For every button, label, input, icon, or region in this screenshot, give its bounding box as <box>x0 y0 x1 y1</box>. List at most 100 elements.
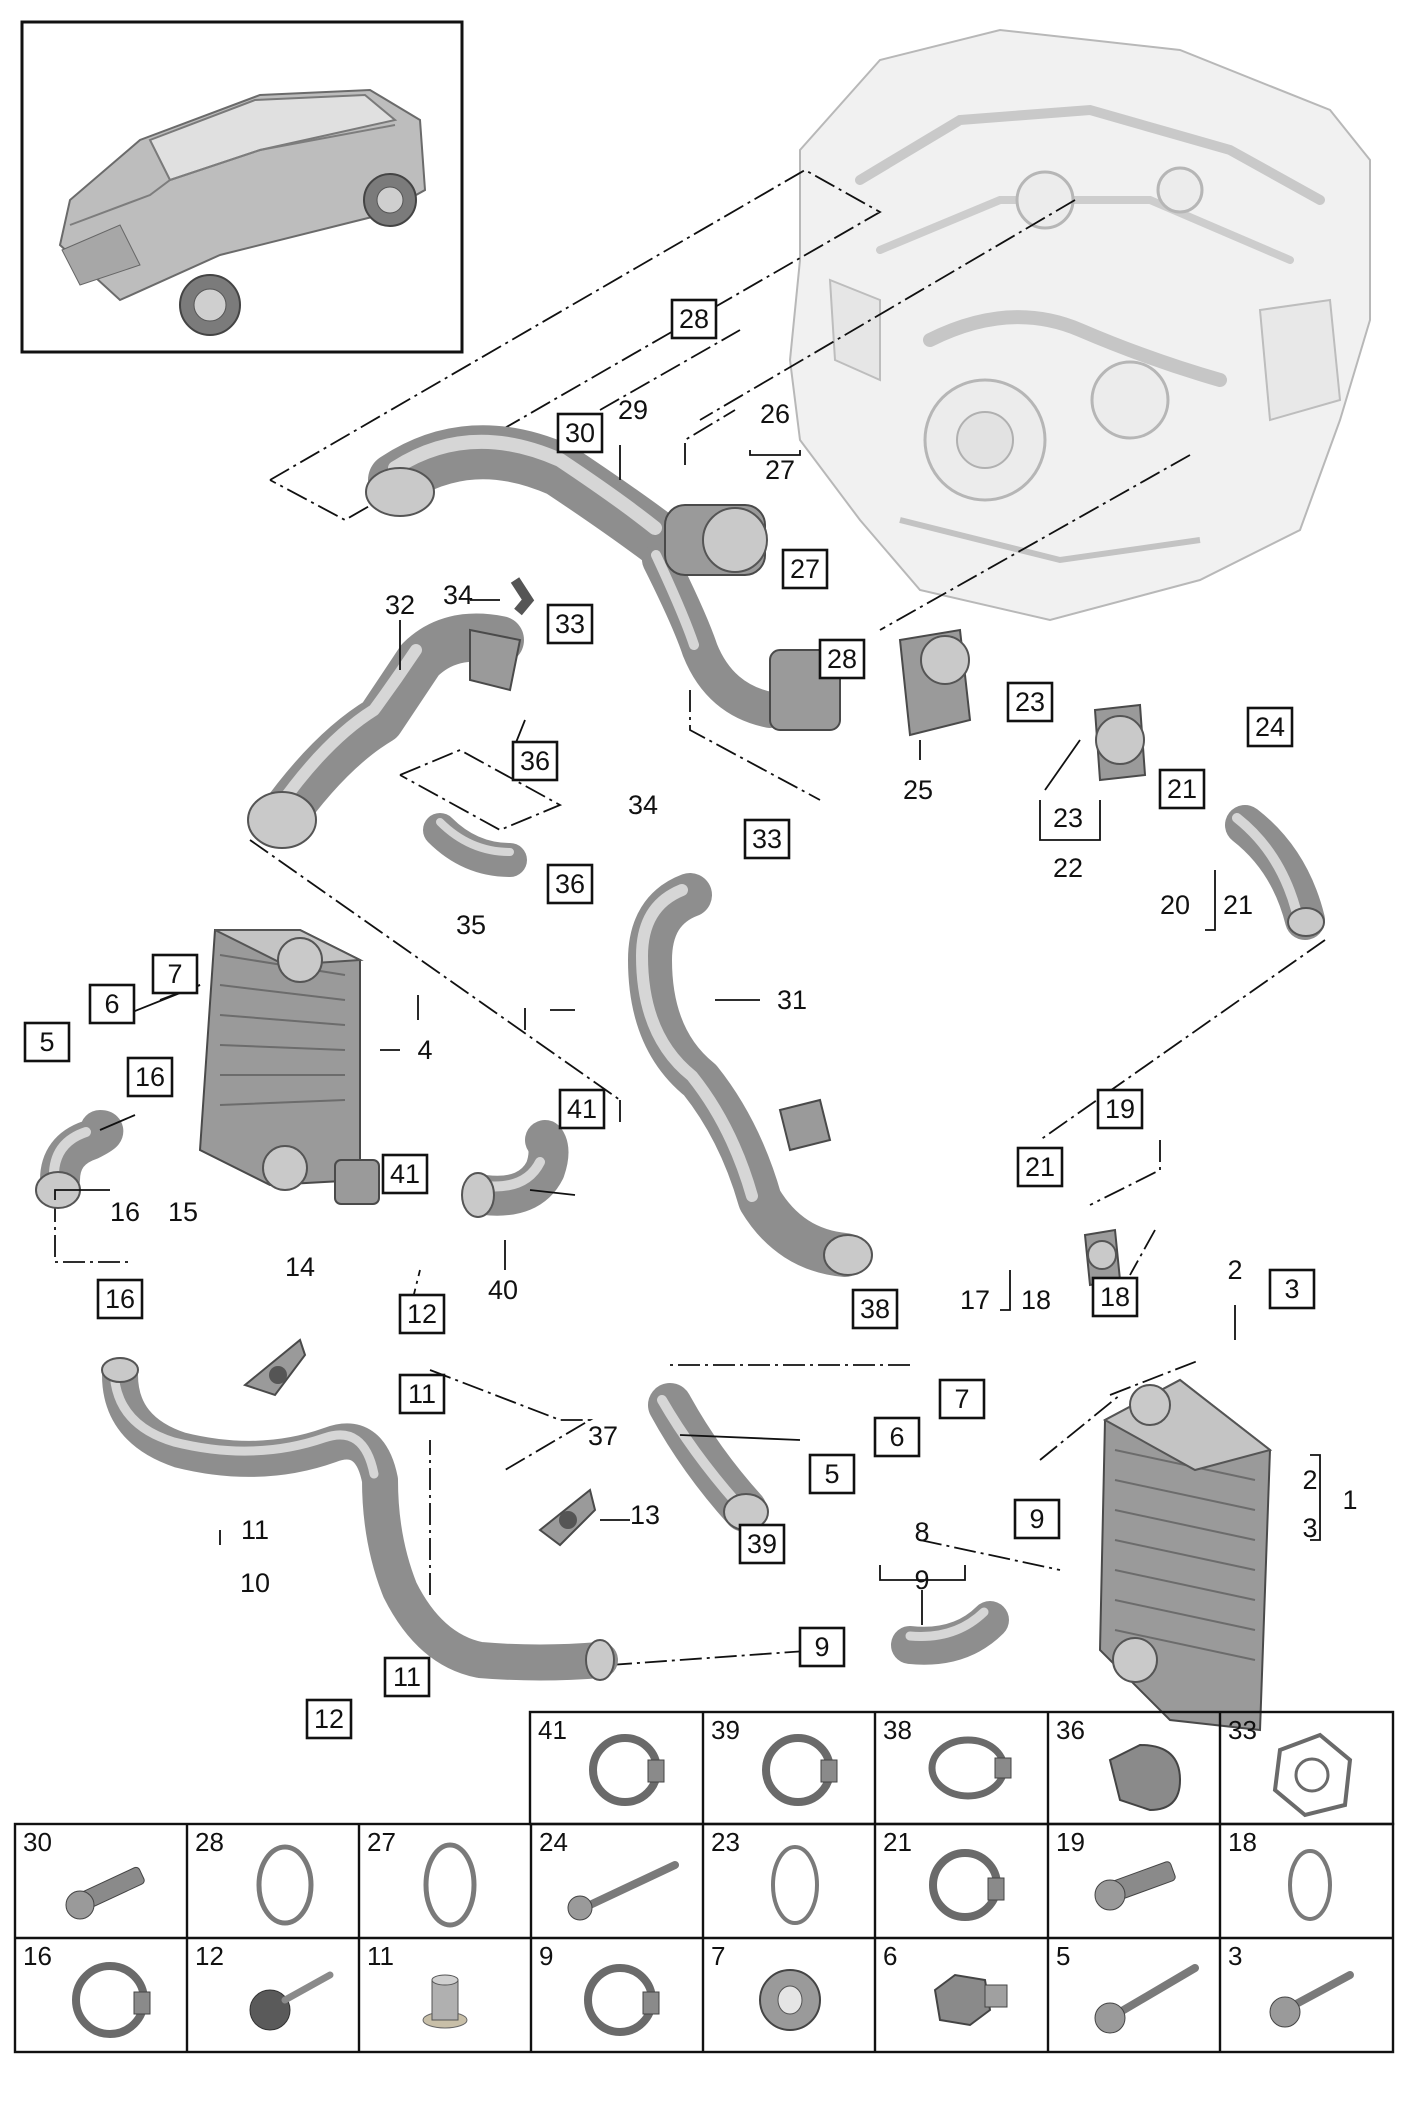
hose-clamp-icon <box>762 1734 838 1806</box>
table-cell-28: 28 <box>195 1827 314 1926</box>
callout-28: 28 <box>818 638 866 680</box>
upper-charge-pipe <box>365 425 687 567</box>
parts-table: 41 39 38 36 33 30 28 27 <box>13 1710 1395 2054</box>
svg-text:19: 19 <box>1105 1094 1135 1124</box>
table-cell-3: 3 <box>1228 1941 1354 2028</box>
svg-text:9: 9 <box>1029 1504 1044 1534</box>
label-13: 13 <box>630 1500 660 1530</box>
hose-clamp-icon <box>72 1962 151 2038</box>
bracket-13 <box>538 1488 597 1547</box>
svg-text:9: 9 <box>539 1941 553 1971</box>
callout-16: 16 <box>126 1056 174 1098</box>
table-cell-33: 33 <box>1228 1715 1353 1818</box>
callout-12: 12 <box>398 1293 446 1335</box>
grommet-icon <box>759 1969 821 2031</box>
o-ring-icon <box>1288 1849 1332 1921</box>
svg-text:12: 12 <box>407 1299 437 1329</box>
callouts-boxed: 28 30 27 28 33 36 23 24 21 33 36 7 6 5 1… <box>23 298 1316 1740</box>
table-cell-41: 41 <box>538 1715 665 1806</box>
table-cell-23: 23 <box>711 1827 819 1925</box>
label-23: 23 <box>1053 803 1083 833</box>
callout-16: 16 <box>96 1278 144 1320</box>
table-cell-16: 16 <box>23 1941 151 2038</box>
label-9: 9 <box>914 1565 929 1595</box>
svg-text:12: 12 <box>195 1941 224 1971</box>
callout-7: 7 <box>938 1378 986 1420</box>
clip-icon <box>1108 1743 1182 1812</box>
svg-text:6: 6 <box>883 1941 897 1971</box>
label-8: 8 <box>914 1517 929 1547</box>
callout-28: 28 <box>670 298 718 340</box>
callout-5: 5 <box>23 1021 71 1063</box>
svg-text:18: 18 <box>1228 1827 1257 1857</box>
hose-40 <box>461 1120 569 1218</box>
label-17: 17 <box>960 1285 990 1315</box>
svg-text:24: 24 <box>539 1827 568 1857</box>
svg-text:6: 6 <box>889 1422 904 1452</box>
table-cell-39: 39 <box>711 1715 838 1806</box>
label-10: 10 <box>240 1568 270 1598</box>
svg-text:12: 12 <box>314 1704 344 1734</box>
bolt-icon <box>1094 1861 1176 1911</box>
svg-text:7: 7 <box>954 1384 969 1414</box>
callout-6: 6 <box>873 1416 921 1458</box>
svg-text:11: 11 <box>408 1379 436 1409</box>
callout-33: 33 <box>743 818 791 860</box>
callout-19: 19 <box>1096 1088 1144 1130</box>
labels-plain: 29 26 27 34 32 25 23 22 20 21 34 35 31 4… <box>110 395 1358 1598</box>
svg-text:30: 30 <box>565 418 595 448</box>
screw-icon <box>1269 1971 1354 2028</box>
svg-text:3: 3 <box>1228 1941 1242 1971</box>
label-15: 15 <box>168 1197 198 1227</box>
svg-text:36: 36 <box>555 869 585 899</box>
table-cell-5: 5 <box>1056 1941 1199 2034</box>
callout-6: 6 <box>88 983 136 1025</box>
label-18: 18 <box>1021 1285 1051 1315</box>
label-34: 34 <box>443 580 473 610</box>
callout-21: 21 <box>1016 1146 1064 1188</box>
o-ring-icon <box>256 1844 314 1926</box>
hose-35 <box>423 813 527 877</box>
label-27: 27 <box>765 455 795 485</box>
svg-text:27: 27 <box>367 1827 396 1857</box>
callout-24: 24 <box>1246 706 1294 748</box>
svg-text:9: 9 <box>814 1632 829 1662</box>
callout-11: 11 <box>383 1656 431 1698</box>
table-cell-19: 19 <box>1056 1827 1176 1911</box>
callout-38: 38 <box>851 1288 899 1330</box>
label-16: 16 <box>110 1197 140 1227</box>
pipe-31 <box>628 873 873 1277</box>
vehicle-thumbnail <box>20 20 464 354</box>
hose-15 <box>35 1110 124 1209</box>
label-2: 2 <box>1302 1465 1317 1495</box>
table-cell-27: 27 <box>367 1827 477 1928</box>
svg-text:39: 39 <box>747 1529 777 1559</box>
label-11: 11 <box>241 1515 269 1545</box>
svg-text:38: 38 <box>860 1294 890 1324</box>
svg-text:7: 7 <box>167 959 182 989</box>
callout-9: 9 <box>798 1626 846 1668</box>
callout-36: 36 <box>511 740 559 782</box>
label-3: 3 <box>1302 1513 1317 1543</box>
svg-text:33: 33 <box>555 609 585 639</box>
callout-18: 18 <box>1091 1276 1139 1318</box>
table-cell-11: 11 <box>367 1941 468 2029</box>
svg-text:3: 3 <box>1284 1274 1299 1304</box>
svg-text:16: 16 <box>105 1284 135 1314</box>
callout-33: 33 <box>546 603 594 645</box>
svg-text:33: 33 <box>1228 1715 1257 1745</box>
o-ring-icon <box>423 1842 477 1928</box>
bolt-icon <box>65 1866 145 1920</box>
svg-text:41: 41 <box>567 1094 597 1124</box>
label-32: 32 <box>385 590 415 620</box>
label-14: 14 <box>285 1252 315 1282</box>
label-29: 29 <box>618 395 648 425</box>
label-22: 22 <box>1053 853 1083 883</box>
hose-37 <box>648 1383 769 1532</box>
svg-text:5: 5 <box>1056 1941 1070 1971</box>
table-cell-36: 36 <box>1056 1715 1182 1812</box>
table-cell-12: 12 <box>195 1941 334 2031</box>
label-25: 25 <box>903 775 933 805</box>
label-31: 31 <box>777 985 807 1015</box>
